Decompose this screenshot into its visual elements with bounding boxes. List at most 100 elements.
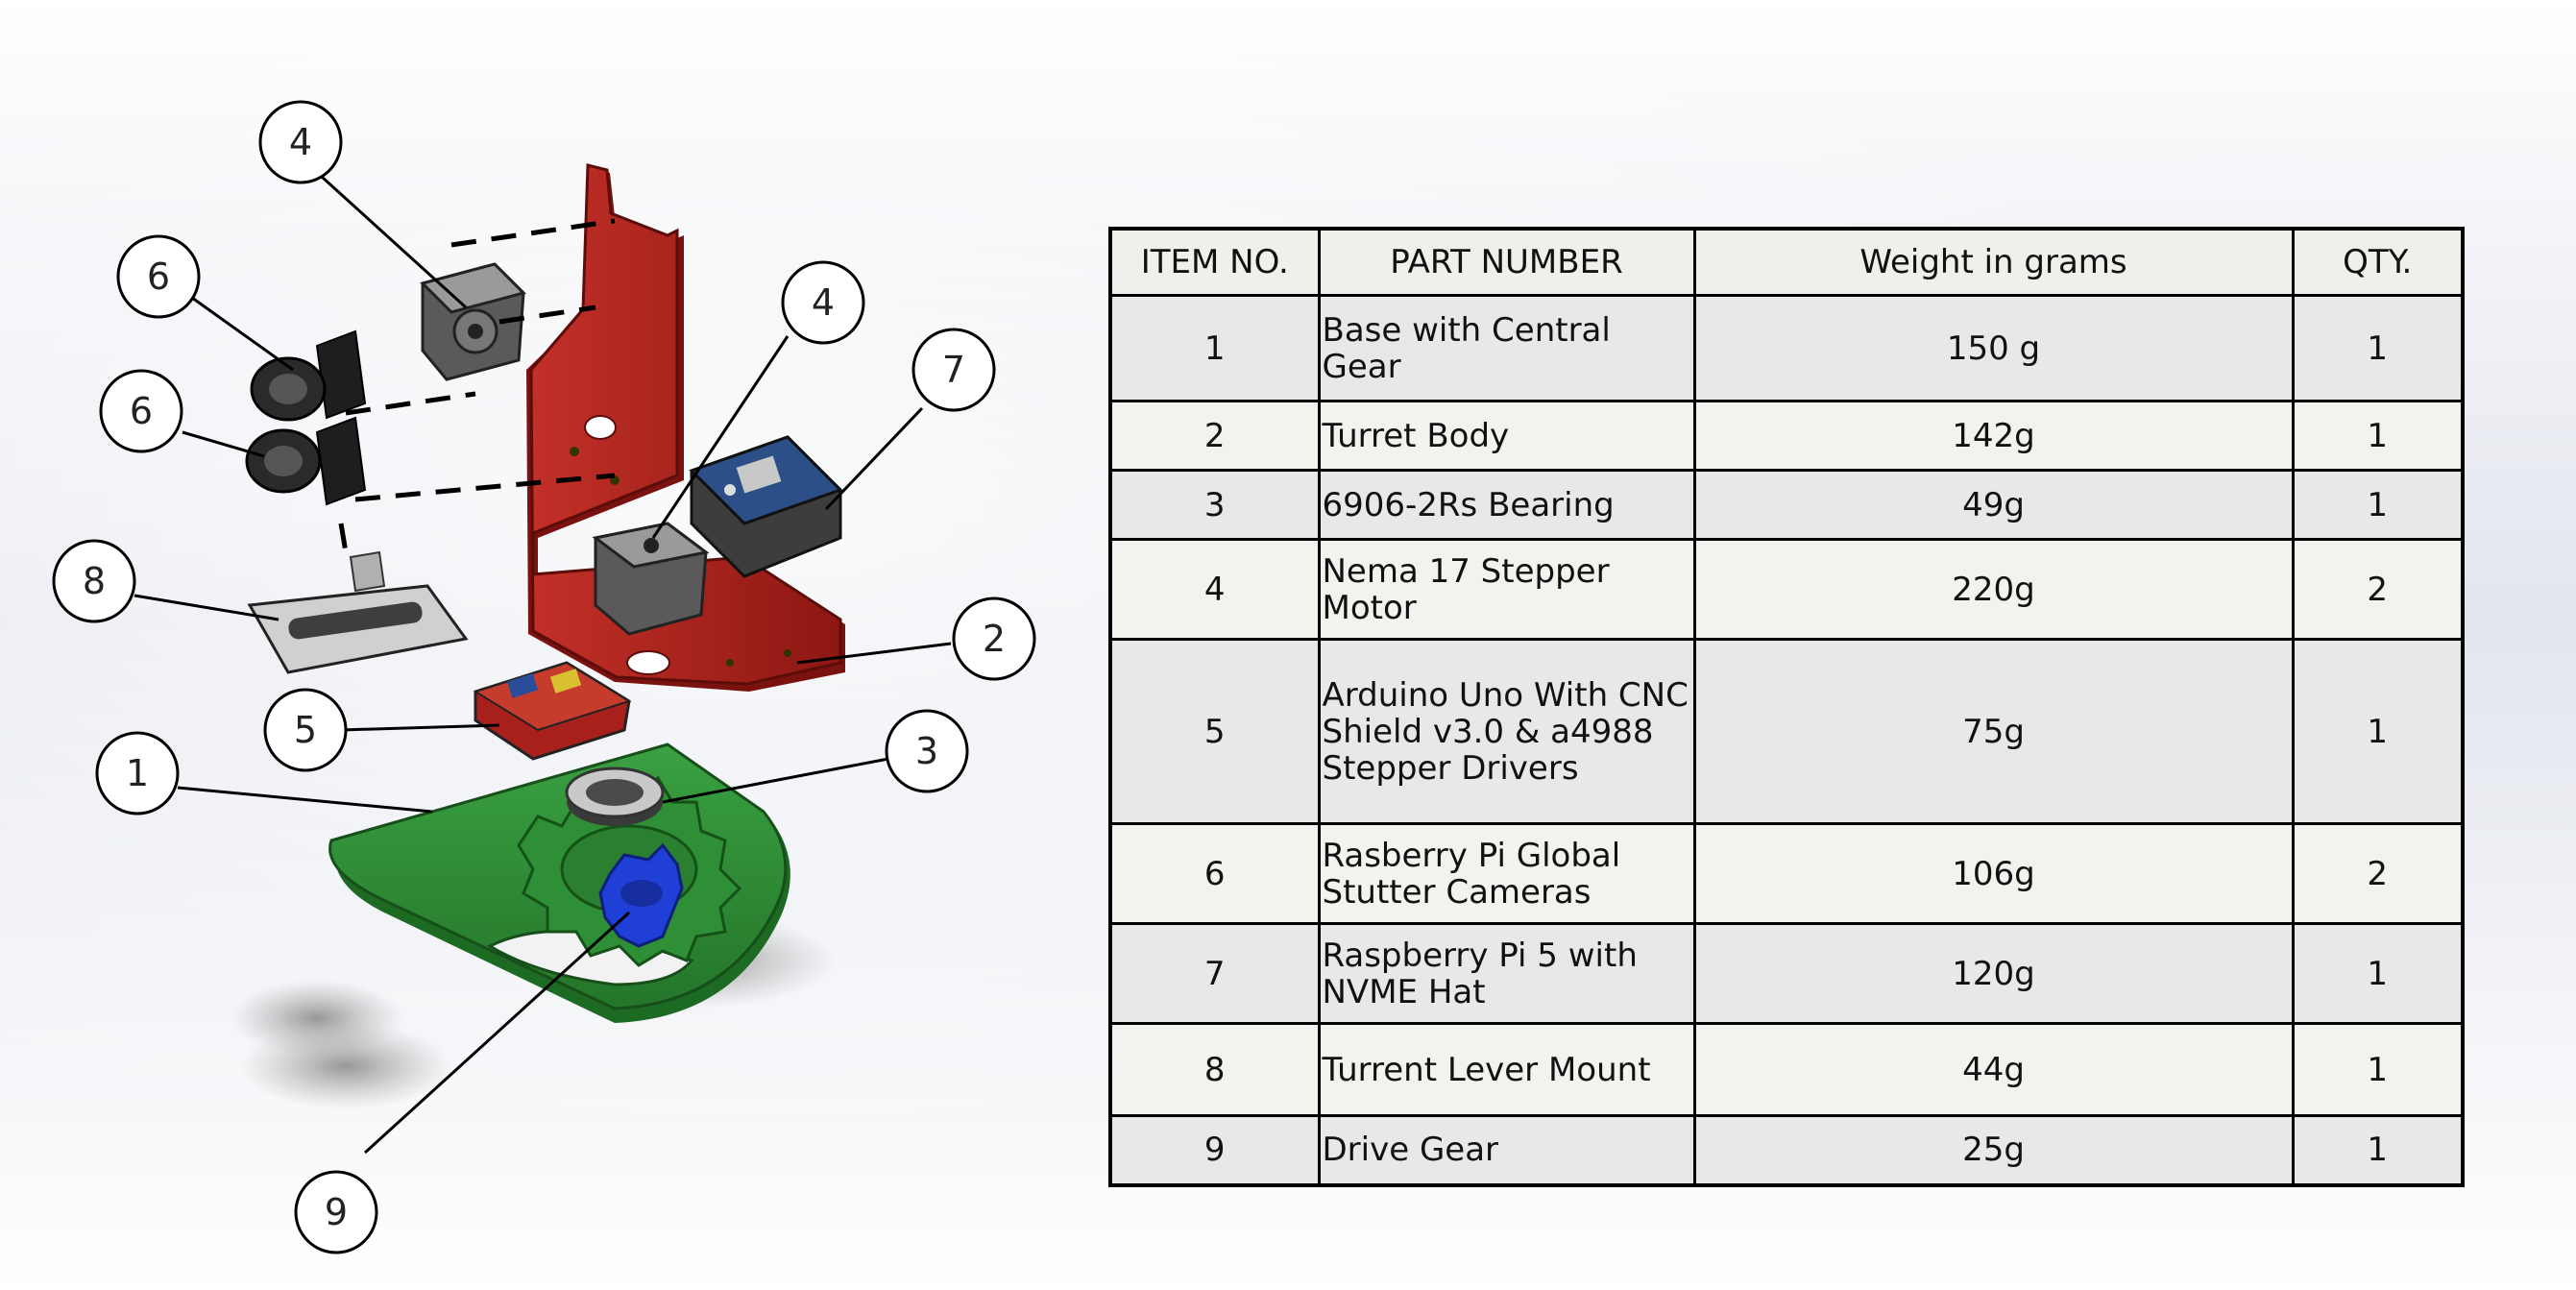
svg-text:6: 6 bbox=[130, 390, 153, 432]
exploded-assembly-diagram: 4 6 6 8 5 1 4 7 2 3 9 bbox=[52, 100, 1036, 1254]
part-number-line: Arduino Uno With CNC bbox=[1322, 675, 1689, 715]
cell-weight: 120g bbox=[1692, 922, 2295, 1025]
cell-item-no: 2 bbox=[1108, 400, 1321, 472]
svg-text:9: 9 bbox=[325, 1191, 348, 1233]
cell-qty: 1 bbox=[2291, 922, 2465, 1025]
cell-weight: 44g bbox=[1692, 1022, 2295, 1117]
part-number-line: Stepper Drivers bbox=[1322, 748, 1579, 788]
cell-part-number: Turret Body bbox=[1317, 400, 1696, 472]
svg-text:1: 1 bbox=[126, 752, 149, 794]
cell-item-no: 7 bbox=[1108, 922, 1321, 1025]
base-with-central-gear bbox=[328, 742, 790, 1023]
svg-text:5: 5 bbox=[294, 709, 317, 751]
cell-item-no: 5 bbox=[1108, 638, 1321, 825]
cell-item-no: 8 bbox=[1108, 1022, 1321, 1117]
cell-item-no: 9 bbox=[1108, 1114, 1321, 1186]
stepper-motor-lower bbox=[592, 522, 710, 636]
part-number-line: Gear bbox=[1322, 347, 1401, 386]
cell-qty: 1 bbox=[2291, 638, 2465, 825]
callout-balloon: 7 bbox=[911, 328, 996, 412]
cell-qty: 1 bbox=[2291, 469, 2465, 541]
svg-text:8: 8 bbox=[83, 560, 106, 602]
callout-balloon: 5 bbox=[263, 688, 348, 772]
cell-qty: 2 bbox=[2291, 538, 2465, 641]
callout-balloon: 3 bbox=[885, 709, 969, 793]
cell-qty: 1 bbox=[2291, 1022, 2465, 1117]
part-number-line: Base with Central bbox=[1322, 310, 1611, 350]
global-shutter-cameras bbox=[245, 329, 367, 506]
callout-balloon: 4 bbox=[781, 260, 865, 345]
cell-part-number: Turrent Lever Mount bbox=[1317, 1022, 1696, 1117]
cell-qty: 1 bbox=[2291, 400, 2465, 472]
callout-balloon: 2 bbox=[952, 596, 1036, 681]
column-header-weight: Weight in grams bbox=[1692, 227, 2295, 297]
callout-balloon: 6 bbox=[99, 369, 183, 453]
column-header-item-no: ITEM NO. bbox=[1108, 227, 1321, 297]
part-number-line: NVME Hat bbox=[1322, 972, 1486, 1011]
cell-part-number: Drive Gear bbox=[1317, 1114, 1696, 1186]
cell-weight: 75g bbox=[1692, 638, 2295, 825]
cell-item-no: 3 bbox=[1108, 469, 1321, 541]
raspberry-pi-board bbox=[689, 435, 843, 578]
svg-text:3: 3 bbox=[915, 730, 938, 772]
part-number-line: Shield v3.0 & a4988 bbox=[1322, 712, 1654, 751]
svg-text:2: 2 bbox=[983, 618, 1006, 660]
cell-item-no: 6 bbox=[1108, 822, 1321, 925]
svg-text:6: 6 bbox=[147, 256, 170, 298]
cell-weight: 220g bbox=[1692, 538, 2295, 641]
column-header-part-number: PART NUMBER bbox=[1317, 227, 1696, 297]
arduino-cnc-shield bbox=[473, 661, 632, 761]
part-number-line: Rasberry Pi Global bbox=[1322, 836, 1621, 875]
part-number-line: Drive Gear bbox=[1322, 1131, 1499, 1170]
part-number-line: Raspberry Pi 5 with bbox=[1322, 936, 1638, 975]
turrent-lever-mount bbox=[247, 550, 469, 674]
assembly-dashed-lines bbox=[338, 218, 616, 553]
cell-qty: 1 bbox=[2291, 294, 2465, 402]
callout-balloon: 6 bbox=[116, 234, 201, 319]
part-number-line: Turret Body bbox=[1322, 416, 1510, 455]
part-number-line: Turrent Lever Mount bbox=[1322, 1050, 1651, 1089]
part-number-line: Stutter Cameras bbox=[1322, 872, 1592, 912]
bearing-6906 bbox=[565, 767, 665, 826]
cell-weight: 25g bbox=[1692, 1114, 2295, 1186]
cell-qty: 2 bbox=[2291, 822, 2465, 925]
part-number-line: 6906-2Rs Bearing bbox=[1322, 485, 1615, 524]
callout-balloon: 9 bbox=[294, 1170, 378, 1254]
cell-item-no: 4 bbox=[1108, 538, 1321, 641]
cell-weight: 150 g bbox=[1692, 294, 2295, 402]
part-number-line: Nema 17 Stepper bbox=[1322, 551, 1610, 591]
cell-weight: 106g bbox=[1692, 822, 2295, 925]
leader-lines bbox=[134, 166, 952, 1155]
callouts: 4 6 6 8 5 1 4 7 2 3 9 bbox=[52, 100, 1036, 1254]
callout-balloon: 8 bbox=[52, 539, 136, 623]
callout-balloon: 4 bbox=[258, 100, 343, 184]
part-number-line: Motor bbox=[1322, 588, 1417, 627]
cell-weight: 49g bbox=[1692, 469, 2295, 541]
bill-of-materials-table: ITEM NO. PART NUMBER Weight in grams QTY… bbox=[1108, 227, 2465, 1187]
table-header-row: ITEM NO. PART NUMBER Weight in grams QTY… bbox=[1108, 227, 2465, 297]
cell-item-no: 1 bbox=[1108, 294, 1321, 402]
column-header-qty: QTY. bbox=[2291, 227, 2465, 297]
cell-part-number: 6906-2Rs Bearing bbox=[1317, 469, 1696, 541]
cell-qty: 1 bbox=[2291, 1114, 2465, 1186]
svg-text:7: 7 bbox=[942, 349, 965, 391]
callout-balloon: 1 bbox=[95, 731, 180, 815]
svg-text:4: 4 bbox=[289, 121, 312, 163]
svg-text:4: 4 bbox=[812, 281, 835, 324]
cell-weight: 142g bbox=[1692, 400, 2295, 472]
